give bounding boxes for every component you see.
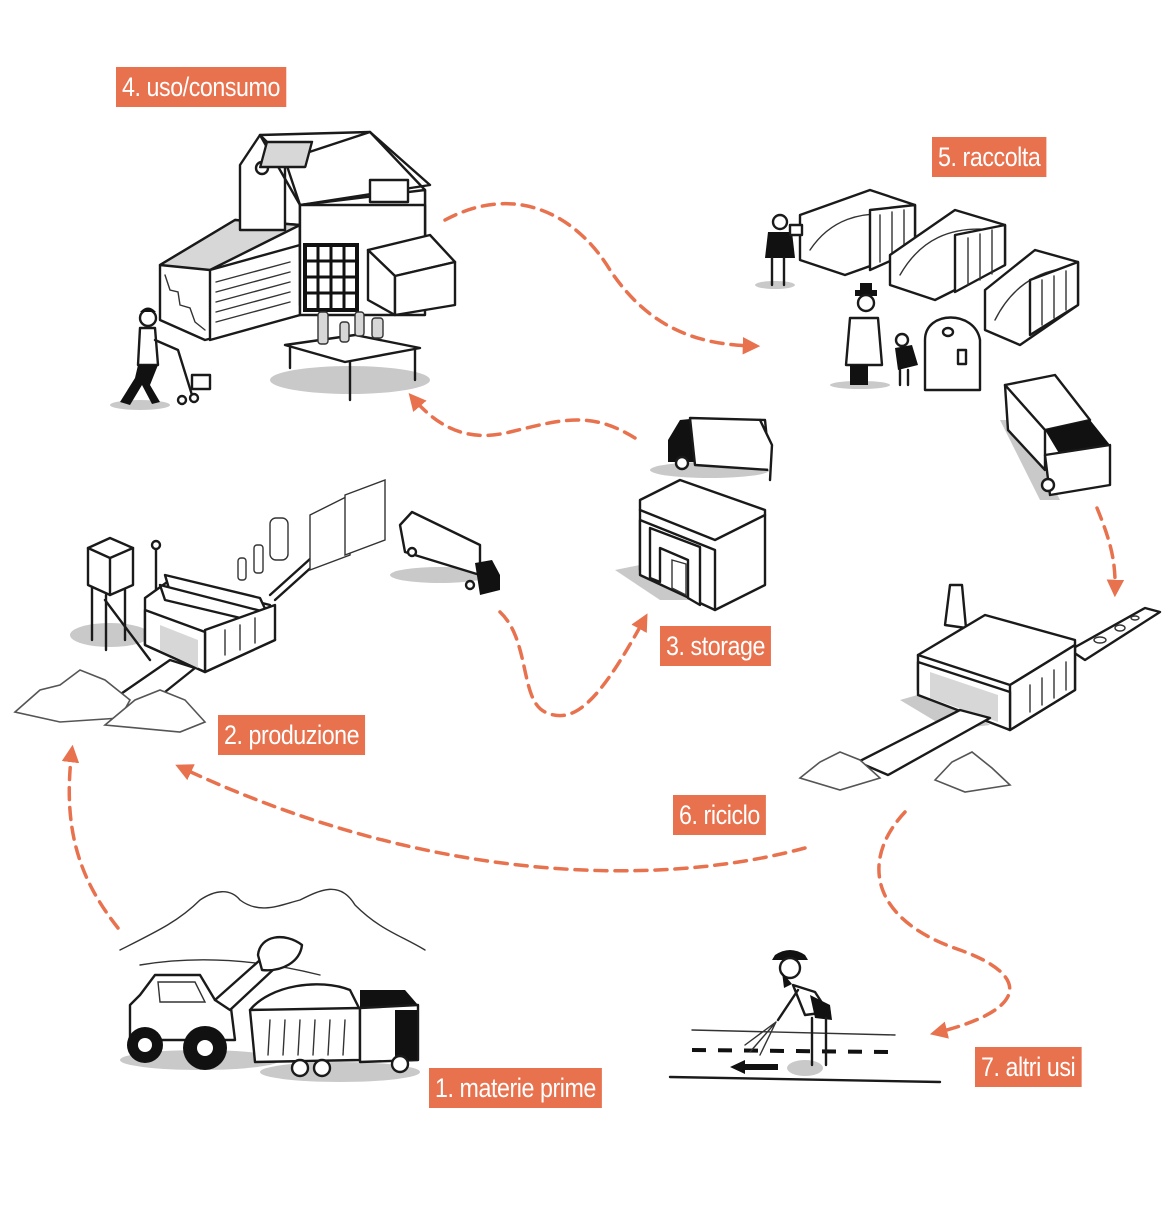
collection-illustration <box>755 188 1112 500</box>
stage-label-text: 6. riciclo <box>679 800 760 830</box>
stage-label-text: 4. uso/consumo <box>122 72 280 102</box>
production-illustration <box>13 478 500 733</box>
flow-arrows <box>61 201 1125 1039</box>
stage-label-1: 1. materie prime <box>429 1068 602 1108</box>
wheel-loader <box>127 936 304 1070</box>
skip-container <box>983 248 1080 347</box>
raw-material-piles <box>13 669 207 733</box>
flow-arrow-2-to-3 <box>498 610 648 718</box>
stage-label-text: 2. produzione <box>224 720 360 750</box>
conveyor-in <box>1068 606 1162 662</box>
person-with-trolley <box>110 307 212 410</box>
skip-container <box>888 208 1007 302</box>
adult-and-child <box>830 283 918 389</box>
factory-building <box>140 539 277 674</box>
stage-label-5: 5. raccolta <box>932 137 1047 177</box>
recycling-plant-illustration <box>798 583 1162 793</box>
house-illustration <box>110 130 457 410</box>
flow-arrow-3-to-4 <box>408 392 637 440</box>
products <box>237 478 386 581</box>
road-worker <box>744 950 832 1076</box>
warehouse <box>615 478 767 612</box>
dump-truck <box>248 983 420 1078</box>
storage-illustration <box>615 416 774 612</box>
stage-label-text: 1. materie prime <box>435 1073 596 1103</box>
stage-label-2: 2. produzione <box>218 715 366 755</box>
stage-label-7: 7. altri usi <box>975 1047 1082 1087</box>
glass-bell-bin <box>923 316 982 392</box>
person-at-container <box>755 213 804 289</box>
other-uses-illustration <box>668 950 942 1084</box>
flow-arrow-1-to-2 <box>61 744 120 930</box>
collection-truck <box>1000 373 1112 500</box>
silo <box>86 536 135 652</box>
flow-arrow-6-to-2 <box>175 764 807 873</box>
stage-label-text: 7. altri usi <box>981 1052 1076 1082</box>
tanker-truck <box>390 510 500 595</box>
stage-label-text: 3. storage <box>666 631 765 661</box>
stage-label-6: 6. riciclo <box>673 795 766 835</box>
flow-arrow-6-to-7 <box>877 810 1012 1039</box>
flow-arrow-5-to-6 <box>1095 506 1125 598</box>
flow-arrow-4-to-5 <box>443 201 761 355</box>
recycled-material-piles <box>798 751 1012 793</box>
raw-materials-illustration <box>119 888 426 1082</box>
delivery-truck <box>650 416 774 482</box>
stage-label-3: 3. storage <box>660 626 772 666</box>
stage-label-text: 5. raccolta <box>938 142 1041 172</box>
stage-label-4: 4. uso/consumo <box>116 67 286 107</box>
